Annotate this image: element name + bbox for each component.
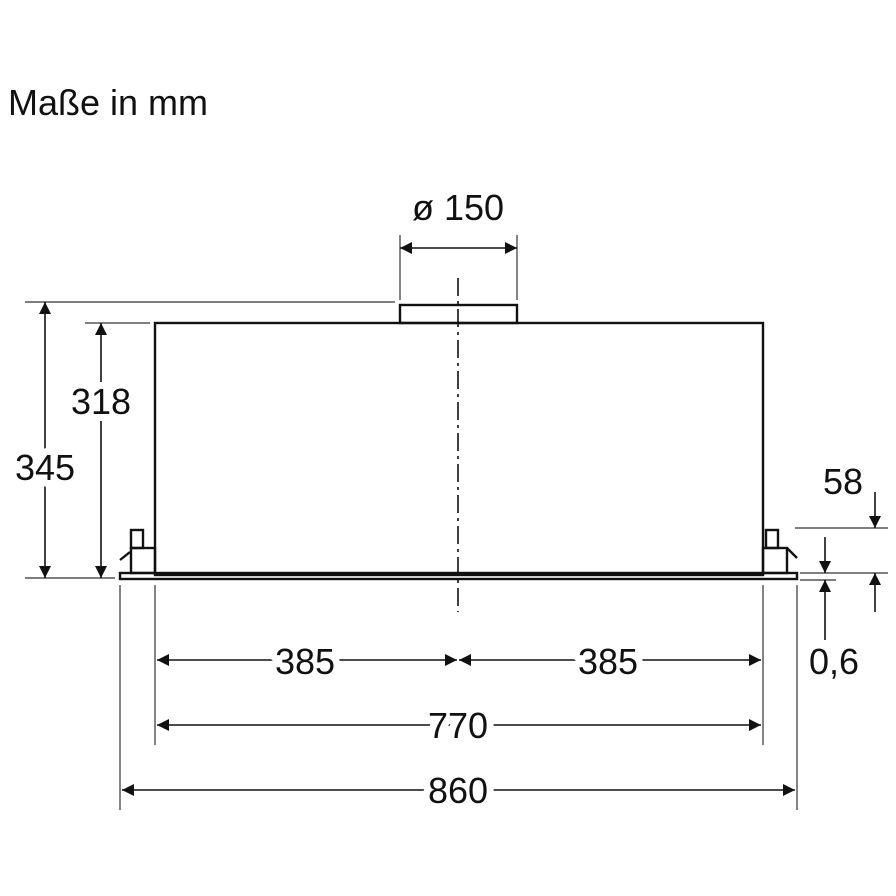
body-width-label: 770 xyxy=(428,705,488,746)
body-height-dimension: 318 xyxy=(64,322,150,578)
left-bracket-tab xyxy=(129,528,145,550)
half-width-right-label: 385 xyxy=(578,641,638,682)
bracket-offset-label: 58 xyxy=(823,461,863,502)
duct-diameter-dimension: ø 150 xyxy=(399,187,518,300)
panel-thickness-label: 0,6 xyxy=(809,641,859,682)
hood-body xyxy=(153,321,765,577)
total-height-label: 345 xyxy=(15,447,75,488)
panel-width-label: 860 xyxy=(428,770,488,811)
left-bracket xyxy=(129,546,157,575)
half-width-dimensions: 385 385 xyxy=(157,634,761,689)
body-width-dimension: 770 xyxy=(157,698,761,753)
body-height-label: 318 xyxy=(71,381,131,422)
panel-width-dimension: 860 xyxy=(122,763,795,818)
bracket-offset-dimension: 58 xyxy=(795,461,888,612)
half-width-left-label: 385 xyxy=(275,641,335,682)
right-bracket-tab xyxy=(764,528,780,550)
hood-outline xyxy=(118,278,799,612)
right-bracket xyxy=(761,546,789,575)
total-height-dimension: 345 xyxy=(8,301,395,579)
duct-diameter-label: ø 150 xyxy=(412,187,504,228)
drawing-title: Maße in mm xyxy=(8,82,208,123)
panel-thickness-dimension: 0,6 xyxy=(800,537,859,682)
